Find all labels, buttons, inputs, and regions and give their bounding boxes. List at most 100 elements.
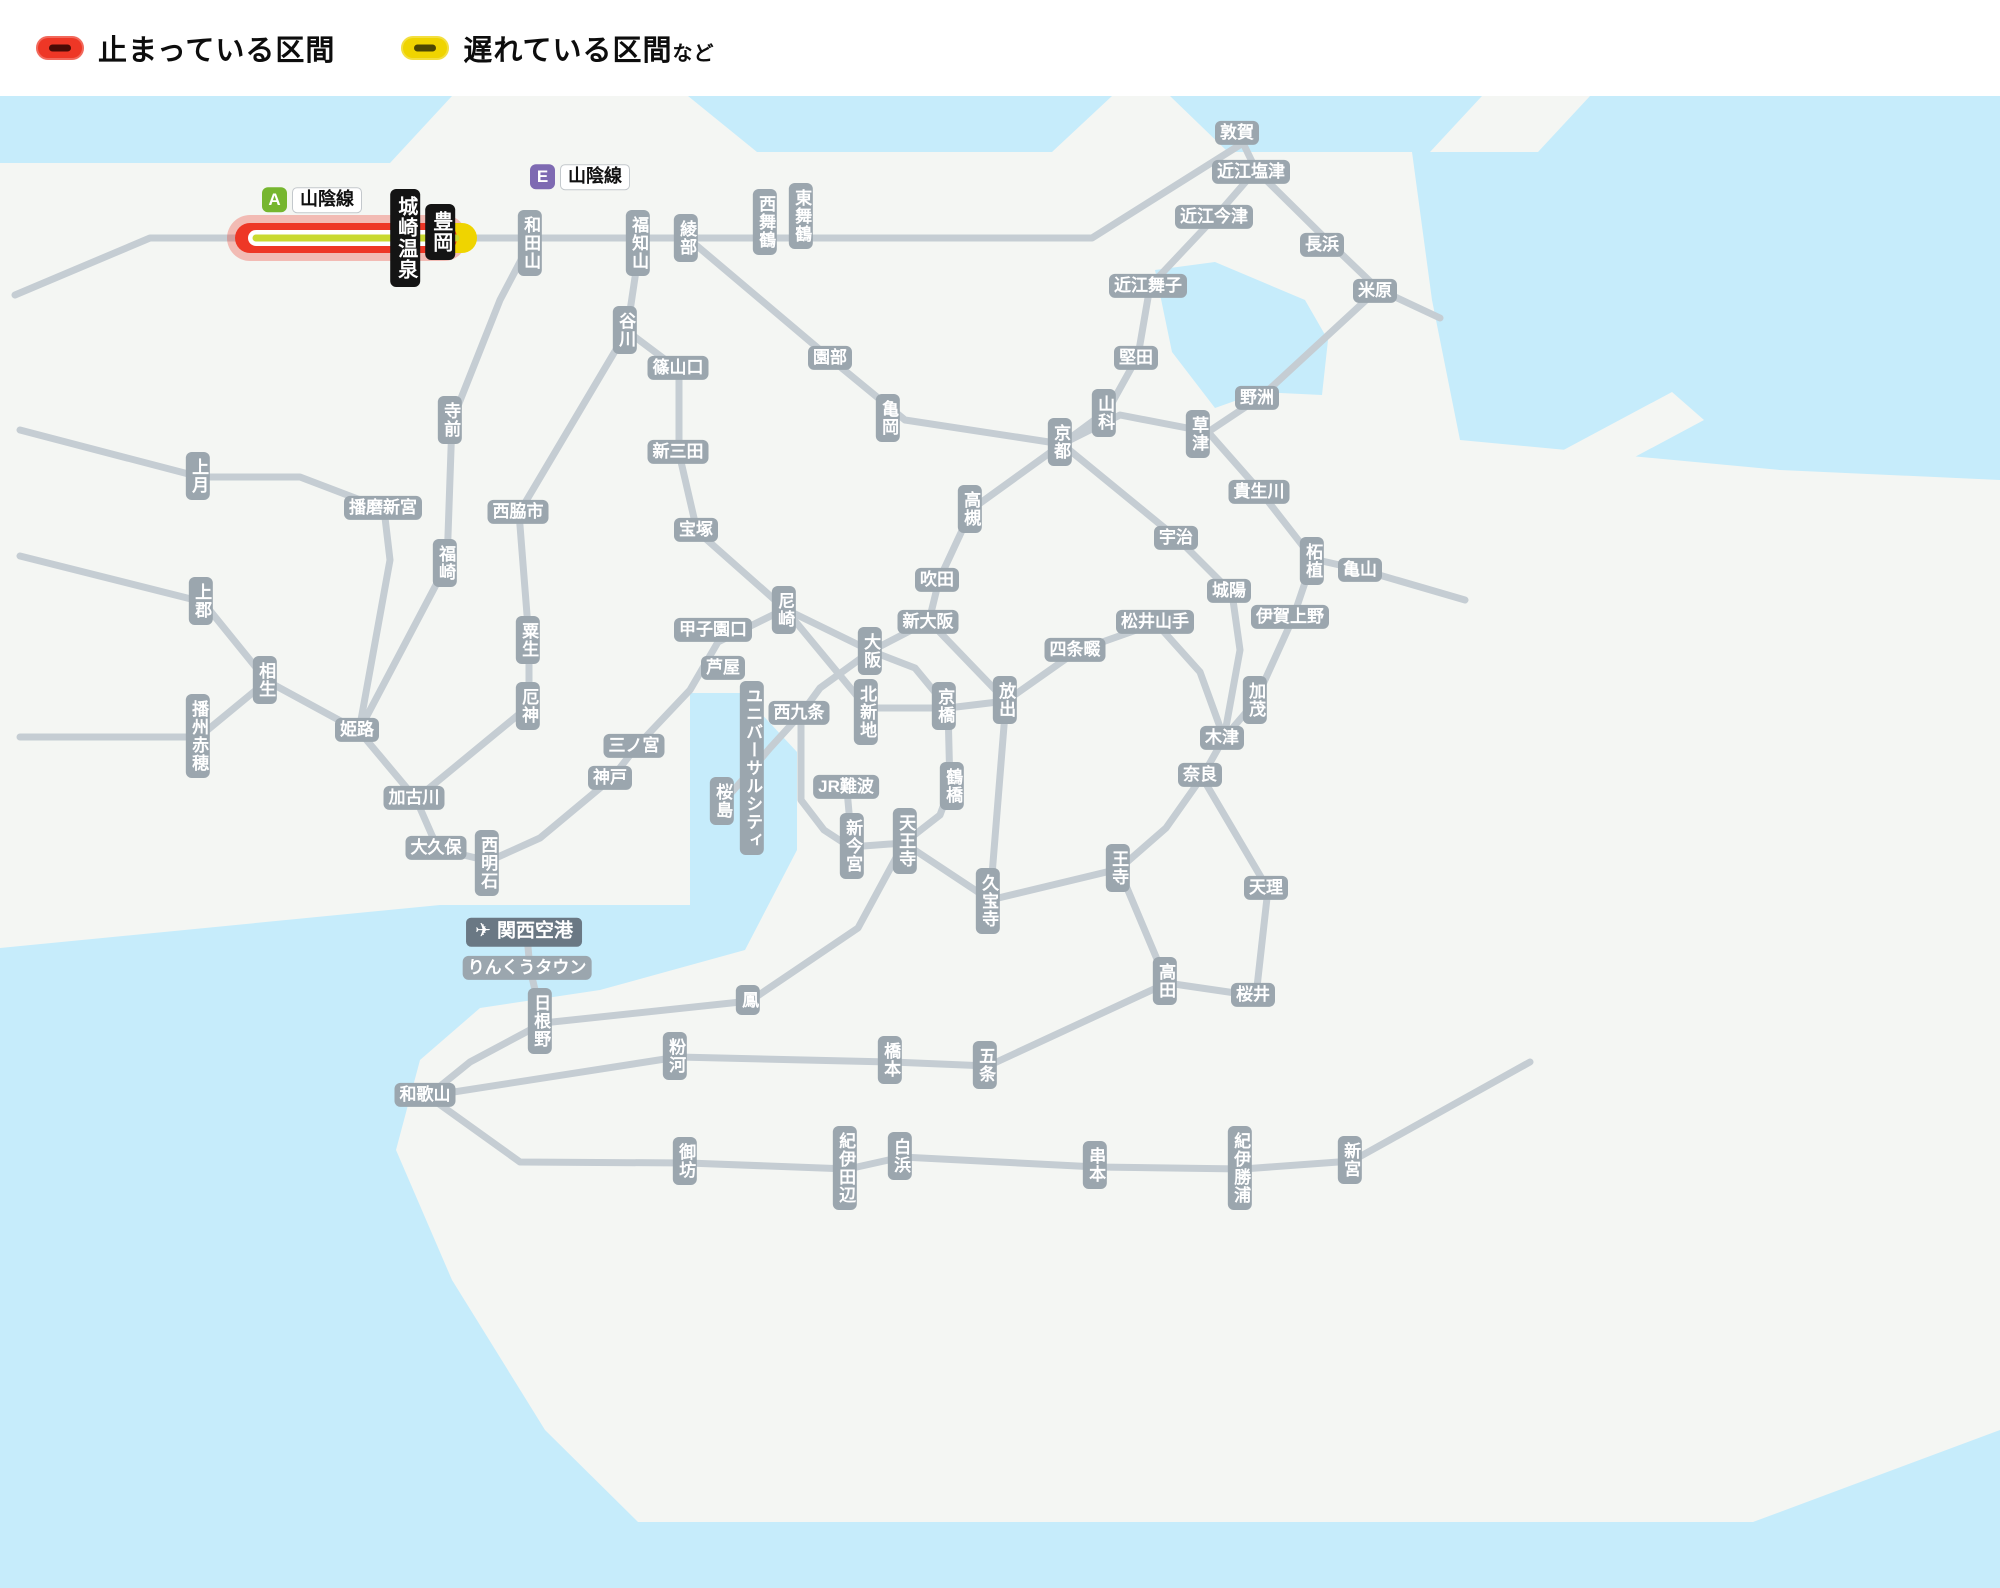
railway-line-sakurai — [1163, 773, 1272, 1000]
station-label: 加古川 — [383, 785, 445, 811]
railway-line-kansai-east — [1251, 555, 1317, 706]
station-label: 亀岡 — [875, 394, 901, 442]
station-label: 近江塩津 — [1212, 159, 1290, 185]
station-label: JR難波 — [813, 774, 879, 800]
station-label: 篠山口 — [647, 355, 709, 381]
station-label: 柘植 — [1299, 537, 1325, 585]
station-label: 紀伊勝浦 — [1227, 1126, 1253, 1210]
stopped-section-label: 止まっている区間 — [98, 35, 336, 67]
station-label: 御坊 — [672, 1137, 698, 1185]
stopped-bar-icon — [49, 44, 71, 52]
delayed-section-suffix: など — [672, 43, 715, 65]
sea-background — [0, 96, 2000, 1588]
delayed-section-text: 遅れている区間 — [463, 35, 673, 67]
station-label: 北新地 — [853, 679, 879, 745]
station-label: 寺前 — [437, 396, 463, 444]
station-label: 橋本 — [877, 1036, 903, 1084]
station-label: 大久保 — [405, 835, 467, 861]
station-label: りんくうタウン — [462, 955, 592, 981]
station-label: 和歌山 — [394, 1082, 456, 1108]
station-label: 播州赤穂 — [185, 694, 211, 778]
station-label: 姫路 — [335, 717, 379, 743]
railway-line-kishin — [16, 426, 394, 735]
line-name: 山陰線 — [292, 187, 362, 213]
railway-line-wakayama-line — [424, 979, 1171, 1100]
railway-line-kinokuni — [424, 1058, 1534, 1173]
station-label: 新三田 — [647, 439, 709, 465]
station-label: 敦賀 — [1215, 120, 1259, 146]
station-label: 和田山 — [517, 210, 543, 276]
station-label: 宇治 — [1154, 525, 1198, 551]
station-label: 城陽 — [1207, 578, 1251, 604]
station-label: 上郡 — [188, 577, 214, 625]
station-label: 谷川 — [612, 306, 638, 354]
station-label: 大阪 — [857, 627, 883, 675]
station-label: ユニバーサルシティ — [739, 681, 765, 855]
airport-name: 関西空港 — [496, 920, 573, 942]
station-label: 堅田 — [1114, 345, 1158, 371]
station-label: 新宮 — [1337, 1136, 1363, 1184]
railway-line-osaka-loop — [797, 647, 954, 851]
station-label: 新大阪 — [897, 609, 959, 635]
railway-line-fukuchiyama — [623, 240, 789, 613]
delayed-bar-icon — [414, 44, 437, 52]
station-label-alert: 城崎温泉 — [390, 189, 420, 287]
station-label: 四条畷 — [1044, 637, 1106, 663]
station-label: 亀山 — [1338, 557, 1382, 583]
station-label: 長浜 — [1300, 232, 1344, 258]
railway-line-osaka-higashi — [925, 617, 1010, 904]
station-label: 上月 — [185, 452, 211, 500]
station-label: 日根野 — [527, 988, 553, 1054]
station-label: 桜島 — [709, 777, 735, 825]
station-label: 高田 — [1152, 957, 1178, 1005]
stopped-section-icon — [36, 36, 84, 60]
station-label: 京都 — [1047, 418, 1073, 466]
station-label: 紀伊田辺 — [832, 1126, 858, 1210]
station-label: 近江今津 — [1175, 204, 1253, 230]
lake-biwa — [1155, 262, 1328, 408]
railway-line-bantan — [355, 237, 535, 735]
station-label: 尼崎 — [771, 586, 797, 634]
railway-line-hokuriku — [1239, 139, 1444, 322]
station-label: 桜井 — [1231, 982, 1275, 1008]
station-label: 白浜 — [887, 1132, 913, 1180]
station-label: 吹田 — [915, 567, 959, 593]
railway-line-gakkentoshi — [944, 619, 1228, 742]
railway-line-oji-takada — [1115, 865, 1171, 987]
station-label: 木津 — [1200, 725, 1244, 751]
line-name: 山陰線 — [560, 164, 630, 190]
station-label: 貴生川 — [1228, 479, 1290, 505]
land-band-east — [1380, 392, 1704, 576]
station-label: 天王寺 — [892, 808, 918, 874]
station-label-alert: 豊岡 — [425, 204, 455, 260]
railway-lines — [11, 139, 1534, 1173]
station-label: 京橋 — [931, 682, 957, 730]
station-label: 野洲 — [1235, 385, 1279, 411]
station-label: 王寺 — [1105, 844, 1131, 892]
land-band-northeast — [1430, 96, 1590, 152]
station-label: 福崎 — [432, 539, 458, 587]
station-label: 放出 — [992, 676, 1018, 724]
station-label: 米原 — [1353, 278, 1397, 304]
delayed-section-icon — [401, 36, 450, 60]
legend: 止まっている区間 遅れている区間など — [0, 0, 2000, 96]
station-label: 粟生 — [515, 616, 541, 664]
railway-line-kusatsu — [1204, 428, 1469, 604]
station-label: 新今宮 — [839, 813, 865, 879]
station-label: 相生 — [252, 656, 278, 704]
station-label: 播磨新宮 — [344, 495, 422, 521]
railway-line-kosei — [1058, 166, 1260, 448]
station-label: 山科 — [1091, 389, 1117, 437]
airplane-icon: ✈ — [475, 920, 491, 942]
line-letter-icon: E — [530, 164, 555, 190]
railway-line-hanwa — [424, 839, 908, 1100]
station-label: 西脇市 — [487, 499, 549, 525]
station-label: 三ノ宮 — [603, 733, 665, 759]
station-label: 高槻 — [957, 485, 983, 533]
station-label: 西明石 — [474, 830, 500, 896]
station-label: 神戸 — [588, 765, 632, 791]
